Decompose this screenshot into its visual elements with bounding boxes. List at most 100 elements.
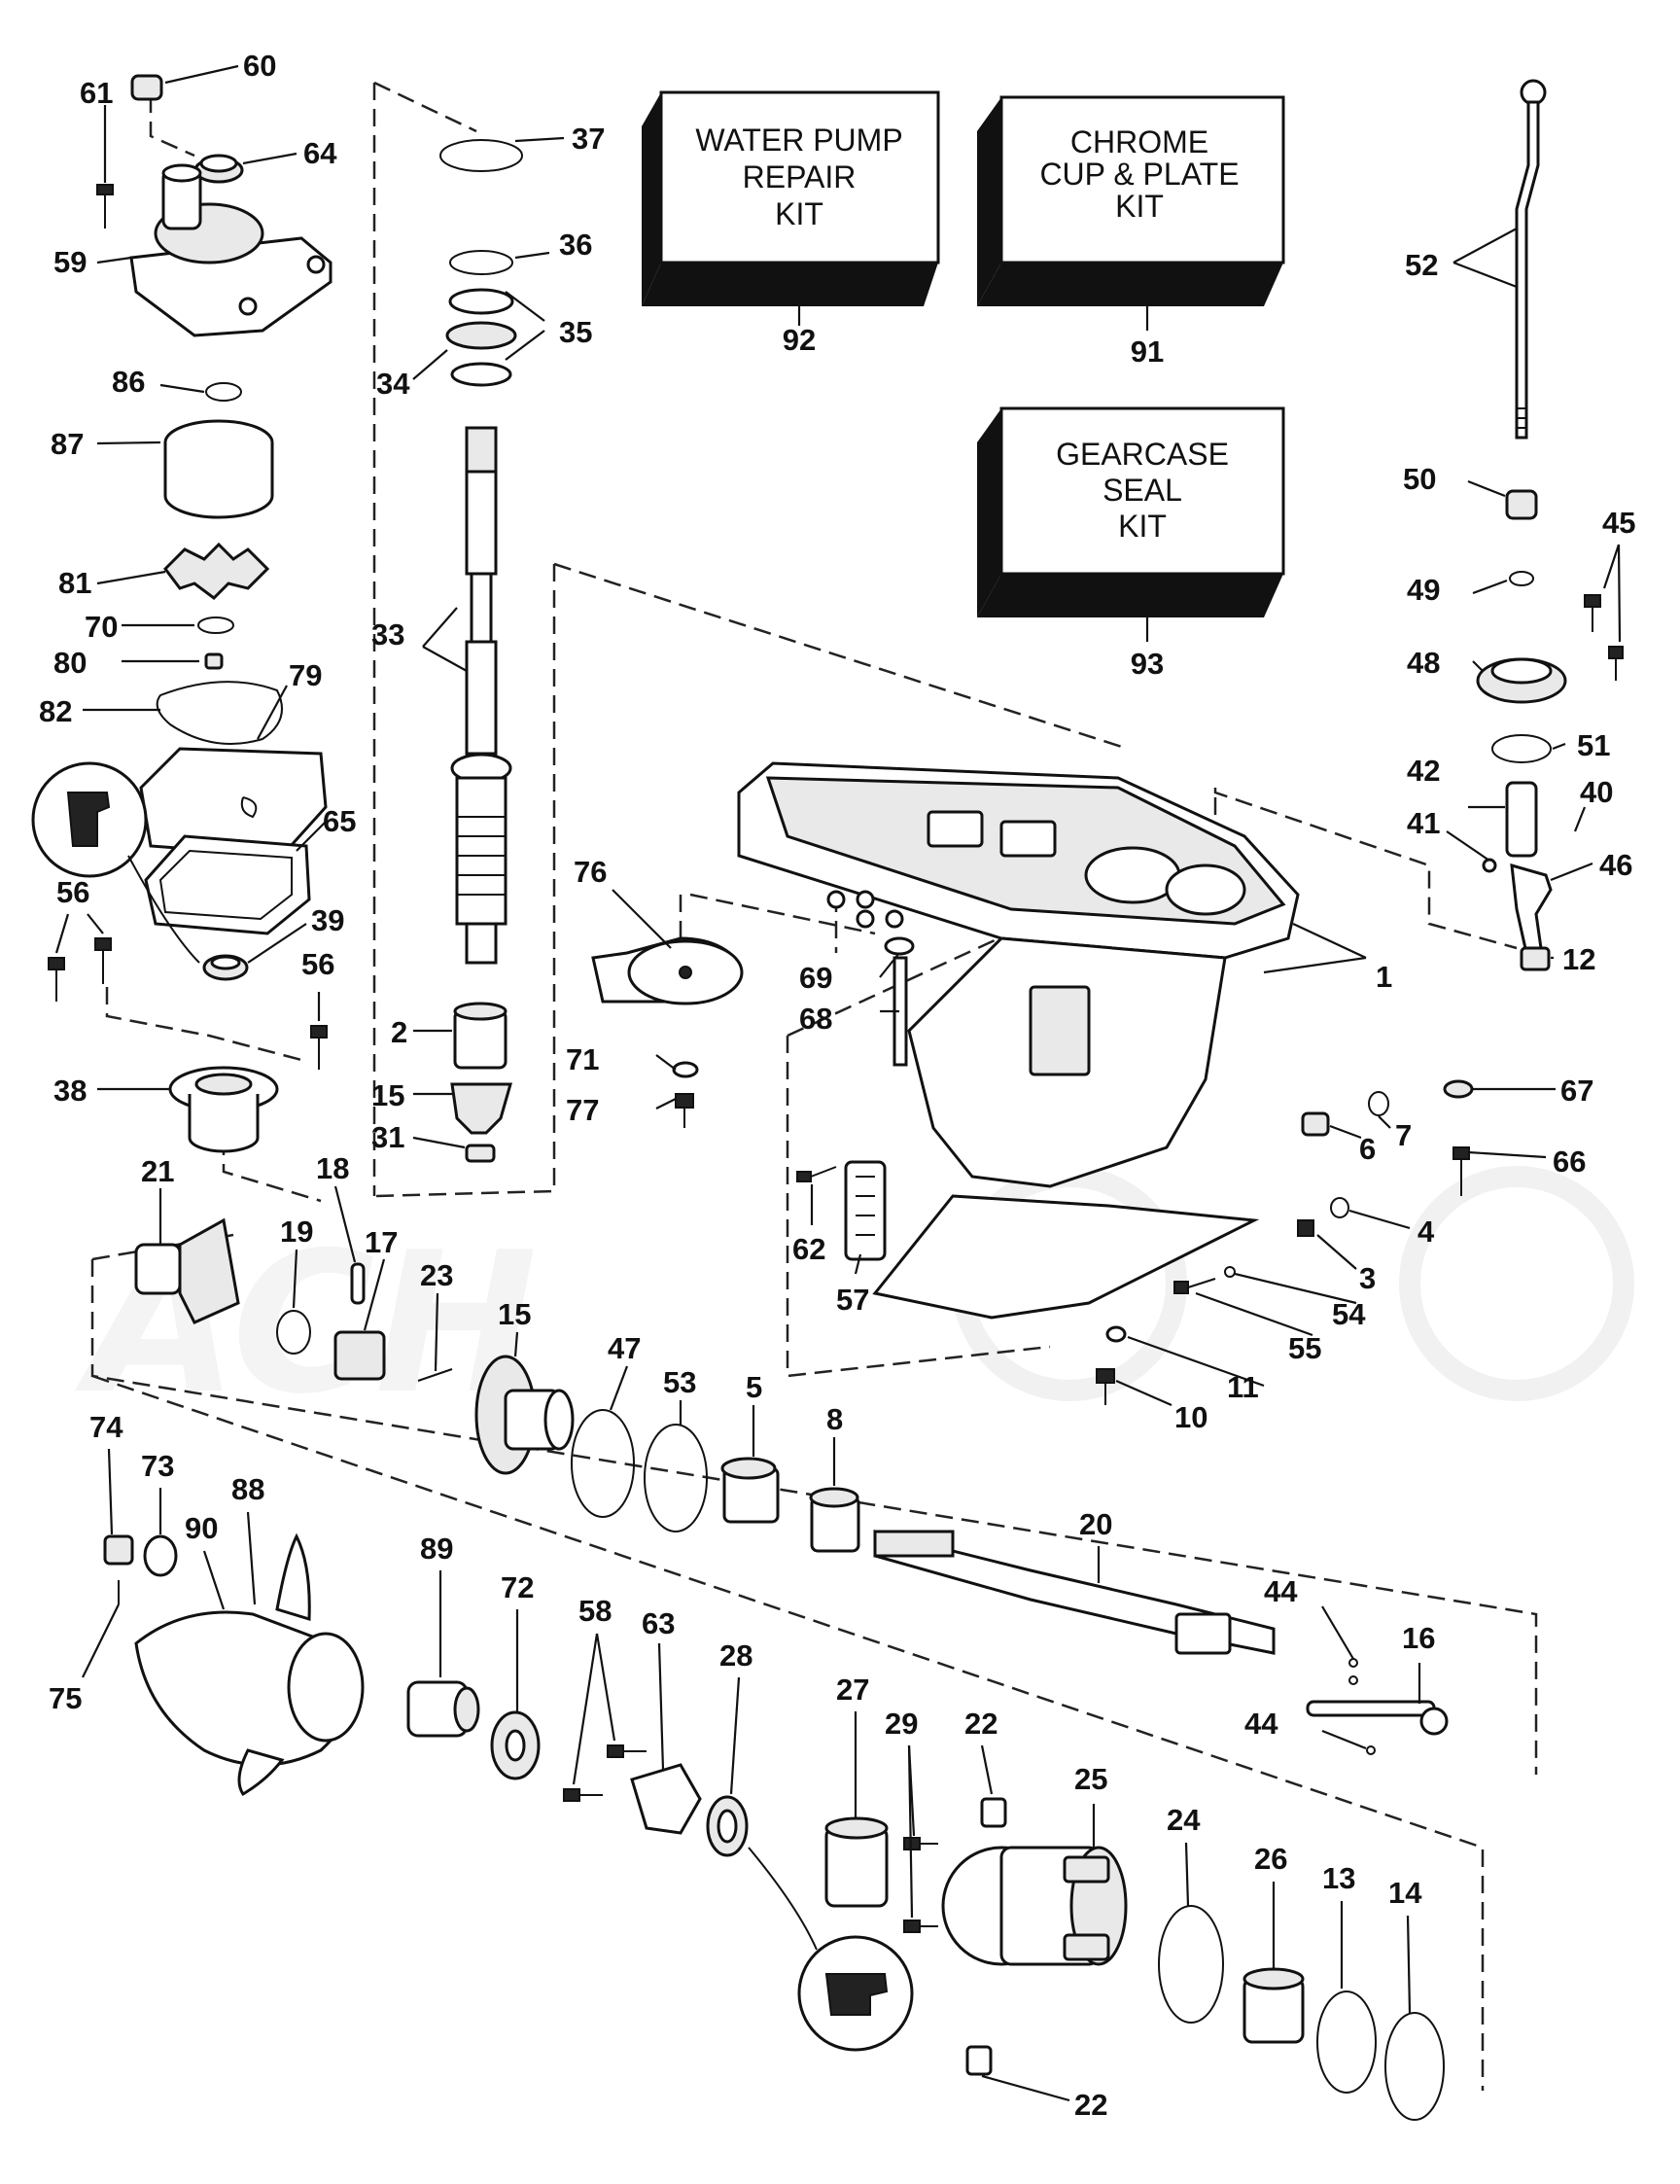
label-26: 26 bbox=[1254, 1842, 1287, 1876]
label-46: 46 bbox=[1599, 848, 1632, 882]
label-65: 65 bbox=[323, 804, 356, 838]
label-59: 59 bbox=[53, 245, 87, 279]
label-29: 29 bbox=[885, 1707, 918, 1741]
kit-box-water-pump: WATER PUMP REPAIR KIT 92 bbox=[642, 90, 940, 357]
label-88: 88 bbox=[231, 1472, 264, 1506]
label-15-a: 15 bbox=[371, 1078, 404, 1112]
watermark: ACH bbox=[75, 1166, 1634, 1437]
label-72: 72 bbox=[501, 1570, 534, 1604]
kit-water-pump-line1: WATER PUMP bbox=[695, 123, 902, 158]
label-7: 7 bbox=[1395, 1118, 1412, 1152]
label-56-a: 56 bbox=[56, 875, 89, 909]
label-70: 70 bbox=[85, 610, 118, 644]
label-77: 77 bbox=[566, 1093, 599, 1127]
label-51: 51 bbox=[1577, 728, 1610, 762]
label-76: 76 bbox=[574, 855, 607, 889]
label-79: 79 bbox=[289, 658, 322, 692]
label-50: 50 bbox=[1403, 462, 1436, 496]
label-80: 80 bbox=[53, 646, 87, 680]
kit-box-chrome-cup: CHROME CUP & PLATE KIT 91 bbox=[977, 95, 1285, 369]
label-53: 53 bbox=[663, 1365, 696, 1399]
label-34: 34 bbox=[376, 367, 410, 401]
label-23: 23 bbox=[420, 1258, 453, 1292]
label-27: 27 bbox=[836, 1673, 869, 1707]
label-19: 19 bbox=[280, 1215, 313, 1249]
label-89: 89 bbox=[420, 1532, 453, 1566]
label-14: 14 bbox=[1388, 1876, 1422, 1910]
label-74: 74 bbox=[89, 1410, 123, 1444]
propeller-shaft bbox=[873, 1530, 1449, 1755]
gearcase-housing bbox=[737, 761, 1300, 1320]
label-35: 35 bbox=[559, 315, 592, 349]
label-71: 71 bbox=[566, 1042, 599, 1076]
propeller-assembly bbox=[103, 1532, 1445, 2121]
label-17: 17 bbox=[365, 1225, 398, 1259]
label-37: 37 bbox=[572, 122, 605, 156]
label-66: 66 bbox=[1553, 1145, 1586, 1179]
label-8: 8 bbox=[826, 1402, 843, 1436]
kit-gearcase-seal-line1: GEARCASE bbox=[1056, 437, 1229, 472]
label-61: 61 bbox=[80, 76, 113, 110]
label-2: 2 bbox=[391, 1015, 407, 1049]
label-5: 5 bbox=[746, 1370, 762, 1404]
label-16: 16 bbox=[1402, 1621, 1435, 1655]
label-39: 39 bbox=[311, 903, 344, 937]
label-36: 36 bbox=[559, 228, 592, 262]
label-3: 3 bbox=[1359, 1261, 1376, 1295]
kit-gearcase-seal-line3: KIT bbox=[1118, 509, 1167, 544]
label-67: 67 bbox=[1560, 1074, 1593, 1108]
label-60: 60 bbox=[243, 49, 276, 83]
kit-chrome-cup-ref: 91 bbox=[1131, 335, 1164, 369]
label-41: 41 bbox=[1407, 806, 1440, 840]
right-hardware bbox=[1096, 1079, 1474, 1405]
label-56-b: 56 bbox=[301, 947, 334, 981]
label-75: 75 bbox=[49, 1681, 82, 1715]
label-57: 57 bbox=[836, 1283, 869, 1317]
label-49: 49 bbox=[1407, 573, 1440, 607]
label-63: 63 bbox=[642, 1606, 675, 1640]
kit-gearcase-seal-ref: 93 bbox=[1131, 647, 1164, 681]
label-24: 24 bbox=[1167, 1803, 1201, 1837]
label-25: 25 bbox=[1074, 1762, 1107, 1796]
kit-chrome-cup-line1: CHROME bbox=[1070, 124, 1208, 159]
label-73: 73 bbox=[141, 1449, 174, 1483]
label-62: 62 bbox=[792, 1232, 825, 1266]
label-10: 10 bbox=[1174, 1400, 1208, 1434]
label-15-b: 15 bbox=[498, 1297, 531, 1331]
label-18: 18 bbox=[316, 1151, 349, 1185]
label-31: 31 bbox=[371, 1120, 404, 1154]
label-44-a: 44 bbox=[1264, 1574, 1298, 1608]
assembly-dash-lines bbox=[90, 81, 1538, 2091]
forward-gear-assembly bbox=[134, 1217, 860, 1553]
label-1: 1 bbox=[1376, 960, 1392, 994]
kit-box-gearcase-seal: GEARCASE SEAL KIT 93 bbox=[977, 406, 1285, 681]
label-22-b: 22 bbox=[1074, 2088, 1107, 2122]
label-38: 38 bbox=[53, 1074, 87, 1108]
kit-gearcase-seal-line2: SEAL bbox=[1102, 473, 1182, 508]
label-64: 64 bbox=[303, 136, 337, 170]
label-22-a: 22 bbox=[964, 1707, 998, 1741]
label-52: 52 bbox=[1405, 248, 1438, 282]
label-58: 58 bbox=[578, 1594, 612, 1628]
label-44-b: 44 bbox=[1244, 1707, 1278, 1741]
label-28: 28 bbox=[719, 1638, 752, 1673]
label-69: 69 bbox=[799, 961, 832, 995]
label-12: 12 bbox=[1562, 942, 1595, 976]
kit-chrome-cup-line3: KIT bbox=[1115, 189, 1164, 224]
kit-water-pump-line2: REPAIR bbox=[743, 159, 857, 194]
label-40: 40 bbox=[1580, 775, 1613, 809]
water-pump-assembly bbox=[31, 74, 332, 1153]
label-4: 4 bbox=[1418, 1215, 1435, 1249]
label-42: 42 bbox=[1407, 754, 1440, 788]
label-54: 54 bbox=[1332, 1297, 1366, 1331]
label-6: 6 bbox=[1359, 1132, 1376, 1166]
label-90: 90 bbox=[185, 1511, 218, 1545]
label-33: 33 bbox=[371, 617, 404, 652]
kit-water-pump-ref: 92 bbox=[783, 323, 816, 357]
kit-chrome-cup-line2: CUP & PLATE bbox=[1039, 157, 1239, 192]
label-68: 68 bbox=[799, 1002, 832, 1036]
label-13: 13 bbox=[1322, 1861, 1355, 1895]
label-21: 21 bbox=[141, 1154, 174, 1188]
label-47: 47 bbox=[608, 1331, 641, 1365]
